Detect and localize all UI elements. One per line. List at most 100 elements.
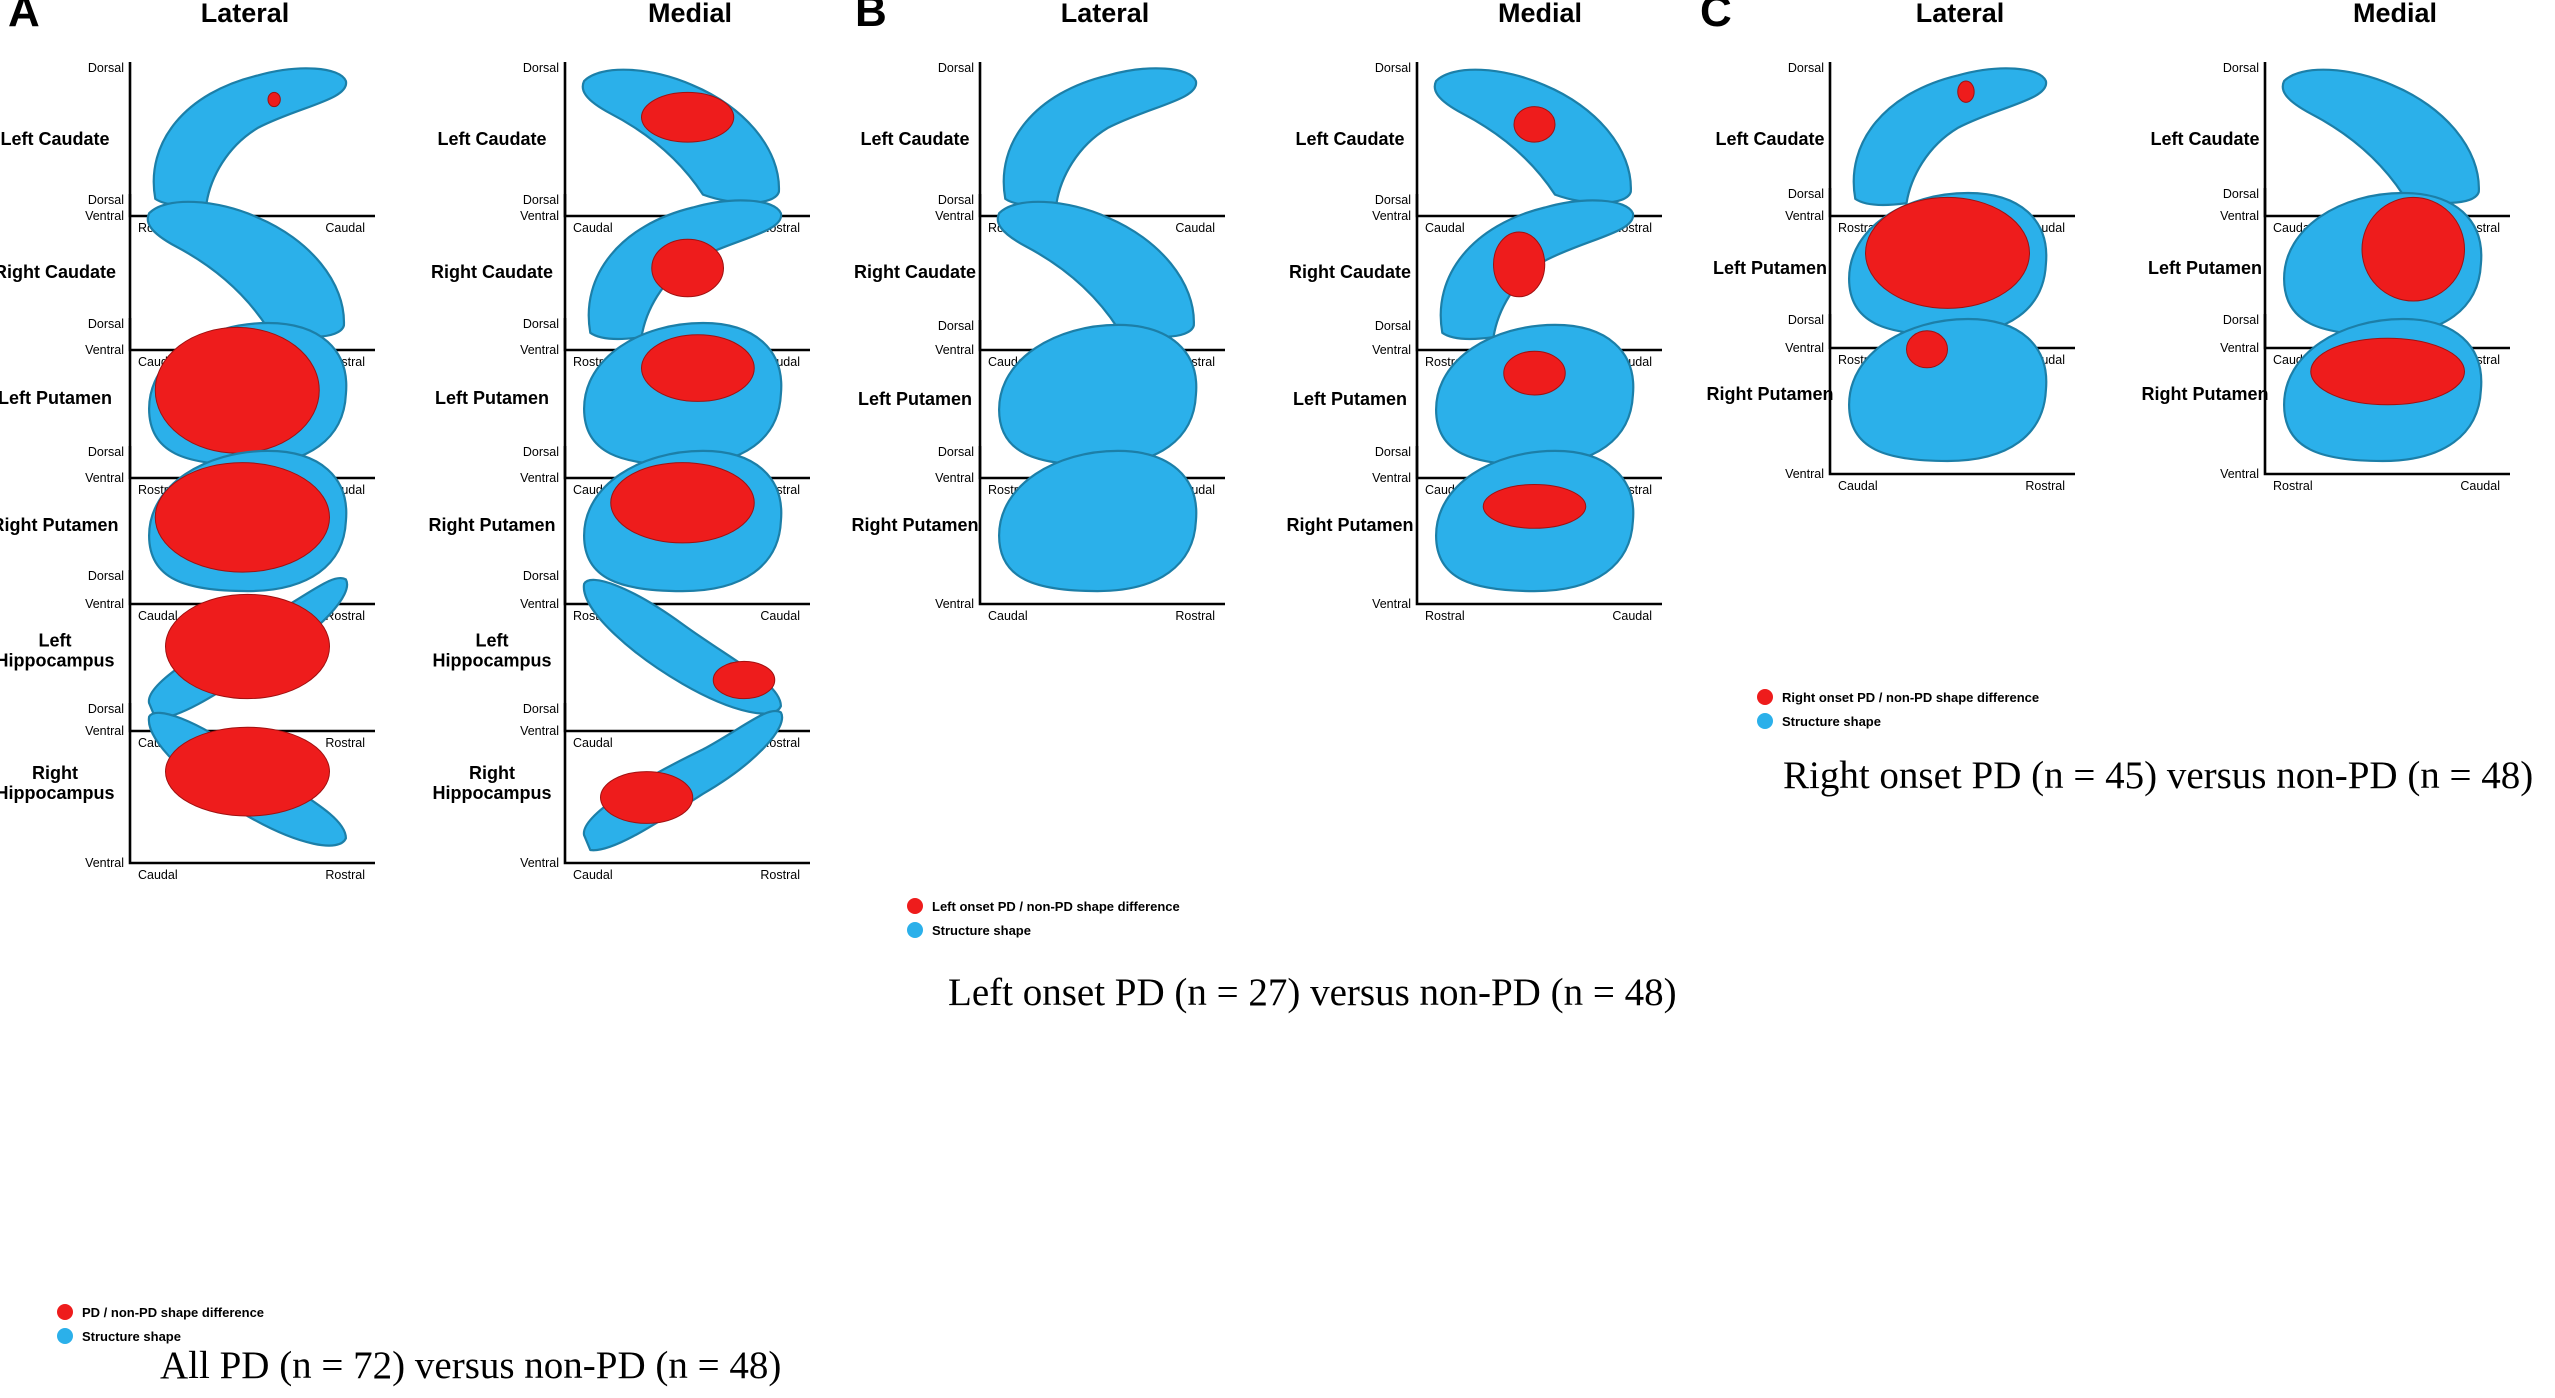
structure-shape xyxy=(2281,68,2480,204)
structure-label: Left Putamen xyxy=(1713,258,1827,278)
shape-difference-region xyxy=(1493,231,1546,298)
shape-difference-region xyxy=(2361,196,2465,302)
structure-label: Hippocampus xyxy=(432,783,551,803)
axis-frame xyxy=(128,703,375,865)
shape-difference-region xyxy=(165,726,330,817)
axis-label-ventral: Ventral xyxy=(520,343,559,357)
structure-label: Left xyxy=(39,631,72,651)
structure-label: Hippocampus xyxy=(0,783,115,803)
axis-label-dorsal: Dorsal xyxy=(88,445,124,459)
axis-label-left: Caudal xyxy=(1838,479,1878,493)
legend-structure-label: Structure shape xyxy=(1782,714,1881,729)
legend-difference-swatch xyxy=(907,898,923,914)
legend-difference-swatch xyxy=(1757,689,1773,705)
panel-letter: B xyxy=(855,0,887,36)
axis-label-left: Caudal xyxy=(573,221,613,235)
axis-label-ventral: Ventral xyxy=(2220,209,2259,223)
axis-label-dorsal: Dorsal xyxy=(1375,319,1411,333)
structure-shape xyxy=(998,323,1198,467)
axis-label-dorsal: Dorsal xyxy=(88,702,124,716)
axis-frame xyxy=(2263,314,2510,476)
axis-label-dorsal: Dorsal xyxy=(88,569,124,583)
axis-label-dorsal: Dorsal xyxy=(88,193,124,207)
structure-label: Right Caudate xyxy=(854,262,976,282)
axis-label-dorsal: Dorsal xyxy=(938,445,974,459)
legend-structure-label: Structure shape xyxy=(82,1329,181,1344)
panel-caption: All PD (n = 72) versus non-PD (n = 48) xyxy=(160,1344,781,1387)
legend-difference-swatch xyxy=(57,1304,73,1320)
axis-label-dorsal: Dorsal xyxy=(523,61,559,75)
axis-label-ventral: Ventral xyxy=(1372,343,1411,357)
structure-label: Right Putamen xyxy=(1286,515,1413,535)
structure-shape xyxy=(1852,67,2048,207)
axis-label-ventral: Ventral xyxy=(1372,597,1411,611)
structure-label: Left Caudate xyxy=(0,129,109,149)
panel-caption: Left onset PD (n = 27) versus non-PD (n … xyxy=(948,971,1677,1014)
axis-label-dorsal: Dorsal xyxy=(88,317,124,331)
shape-difference-region xyxy=(651,238,724,298)
legend-difference-label: PD / non-PD shape difference xyxy=(82,1305,264,1320)
axis-label-dorsal: Dorsal xyxy=(523,569,559,583)
axis-label-left: Caudal xyxy=(138,868,178,882)
axis-label-left: Caudal xyxy=(988,609,1028,623)
column-header-lateral: Lateral xyxy=(1916,0,2005,28)
axis-label-dorsal: Dorsal xyxy=(523,445,559,459)
structure-shape xyxy=(1848,317,2048,463)
axis-label-dorsal: Dorsal xyxy=(938,61,974,75)
legend-structure-swatch xyxy=(57,1328,73,1344)
axis-frame xyxy=(978,446,1225,606)
shape-difference-region xyxy=(267,91,281,108)
legend-difference-label: Right onset PD / non-PD shape difference xyxy=(1782,690,2039,705)
structure-label: Left Caudate xyxy=(1295,129,1404,149)
axis-label-ventral: Ventral xyxy=(935,471,974,485)
axis-label-ventral: Ventral xyxy=(1372,471,1411,485)
shape-difference-region xyxy=(1482,484,1587,529)
structure-label: Right Caudate xyxy=(0,262,116,282)
axis-label-ventral: Ventral xyxy=(1372,209,1411,223)
legend-difference-label: Left onset PD / non-PD shape difference xyxy=(932,899,1180,914)
axis-label-right: Rostral xyxy=(325,609,365,623)
axis-label-ventral: Ventral xyxy=(935,597,974,611)
column-header-medial: Medial xyxy=(1498,0,1582,28)
axis-label-right: Caudal xyxy=(2460,479,2500,493)
shape-difference-region xyxy=(641,91,735,143)
shape-difference-region xyxy=(1906,330,1948,369)
shape-difference-region xyxy=(1957,80,1975,103)
axis-label-ventral: Ventral xyxy=(85,597,124,611)
axis-label-ventral: Ventral xyxy=(520,856,559,870)
axis-label-ventral: Ventral xyxy=(520,209,559,223)
axis-label-ventral: Ventral xyxy=(85,856,124,870)
structure-label: Right Putamen xyxy=(428,515,555,535)
axis-label-dorsal: Dorsal xyxy=(938,319,974,333)
axis-label-right: Caudal xyxy=(1612,609,1652,623)
structure-label: Left Caudate xyxy=(860,129,969,149)
structure-label: Left Putamen xyxy=(2148,258,2262,278)
shape-difference-region xyxy=(610,462,755,544)
axis-label-right: Rostral xyxy=(325,868,365,882)
axis-label-left: Caudal xyxy=(573,736,613,750)
axis-label-dorsal: Dorsal xyxy=(1788,61,1824,75)
legend-structure-swatch xyxy=(907,922,923,938)
axis-label-dorsal: Dorsal xyxy=(1375,61,1411,75)
structure-label: Left Caudate xyxy=(1715,129,1824,149)
axis-label-dorsal: Dorsal xyxy=(88,61,124,75)
structure-label: Left Putamen xyxy=(435,388,549,408)
structure-label: Right xyxy=(32,763,78,783)
axis-label-ventral: Ventral xyxy=(520,471,559,485)
axis-label-right: Rostral xyxy=(1175,609,1215,623)
shape-difference-region xyxy=(154,326,320,454)
axis-label-ventral: Ventral xyxy=(935,209,974,223)
structure-label: Right Caudate xyxy=(1289,262,1411,282)
legend-structure-label: Structure shape xyxy=(932,923,1031,938)
axis-frame xyxy=(1415,446,1662,606)
structure-label: Left xyxy=(476,631,509,651)
structure-row: LeftHippocampusDorsalVentralCaudalRostra… xyxy=(0,569,810,750)
